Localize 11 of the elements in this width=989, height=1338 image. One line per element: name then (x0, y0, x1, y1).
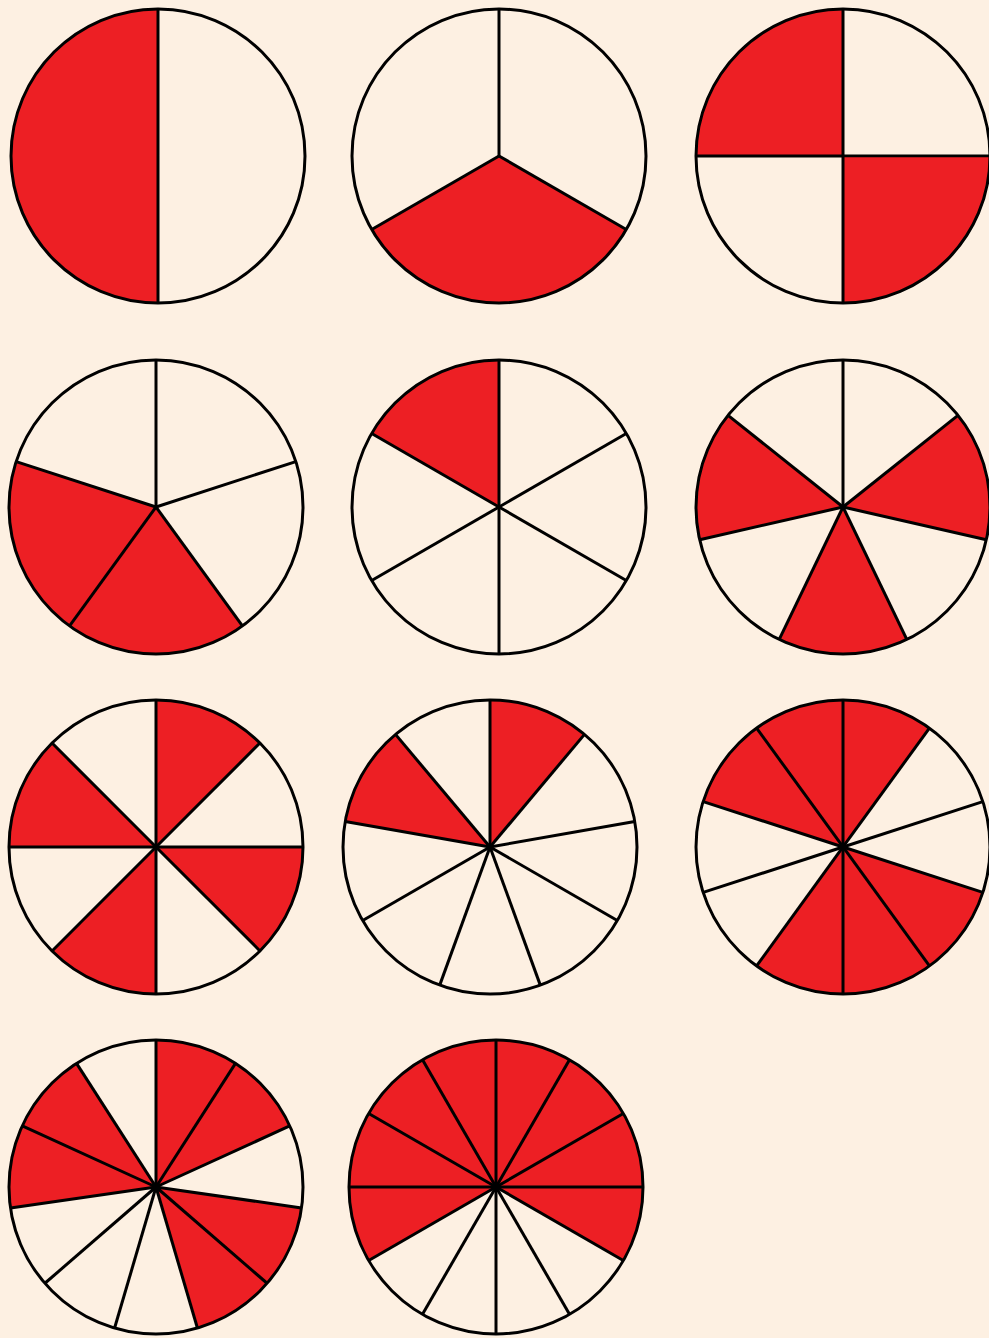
fraction-circle-drawing (694, 7, 989, 305)
fraction-circle-drawing (9, 7, 307, 305)
fraction-circle-drawing (350, 358, 648, 656)
fraction-circle-drawing (694, 698, 989, 996)
fraction-circle-drawing (694, 358, 989, 656)
fraction-circle-drawing (7, 1038, 305, 1336)
fraction-circle-drawing (350, 7, 648, 305)
fraction-circle-drawing (347, 1038, 645, 1336)
fraction-circle-drawing (7, 358, 305, 656)
fraction-circle-drawing (7, 698, 305, 996)
fraction-circle-drawing (341, 698, 639, 996)
